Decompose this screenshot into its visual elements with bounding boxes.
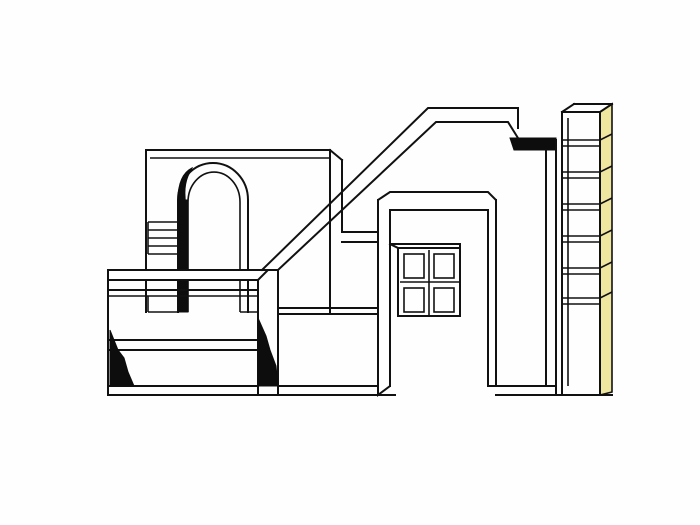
back-wall-panel (145, 148, 344, 313)
stair-beam (260, 107, 557, 272)
doorway-frame (377, 191, 557, 397)
wall-steps (147, 221, 178, 255)
tall-bookshelf (560, 102, 614, 397)
grid-window (388, 242, 461, 317)
left-shelf-unit (107, 269, 396, 396)
shelf-shadows (109, 317, 279, 387)
mid-rail (277, 231, 379, 315)
